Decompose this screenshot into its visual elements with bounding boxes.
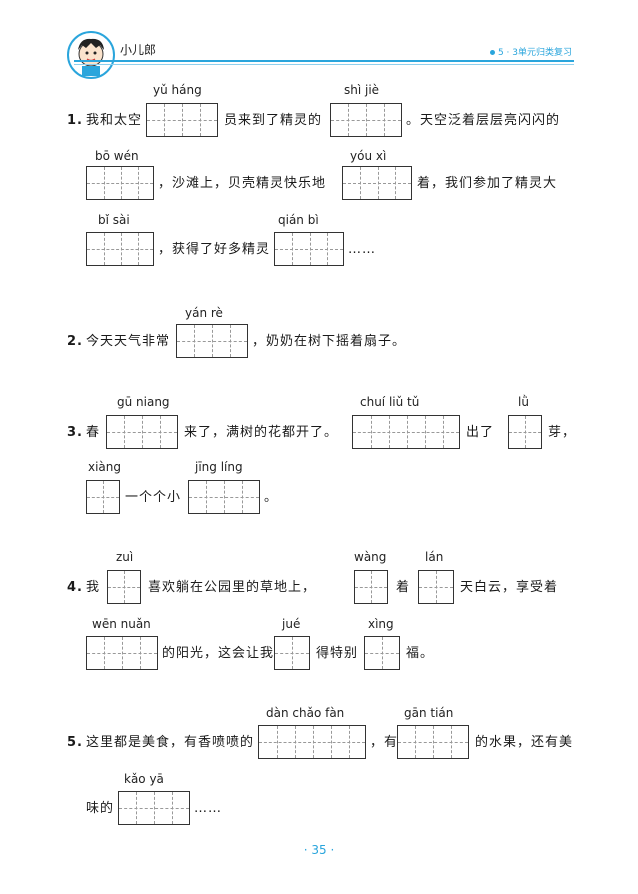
q1-text-c: 。天空泛着层层亮闪闪的 xyxy=(406,113,561,128)
q1-text-b: 员来到了精灵的 xyxy=(224,113,323,128)
pinyin-jingling: jīng líng xyxy=(195,460,243,474)
section-label: 5 · 3单元归类复习 xyxy=(497,48,572,58)
q1-text-f: ，获得了好多精灵 xyxy=(158,242,271,257)
pinyin-wennuan: wēn nuǎn xyxy=(92,617,151,631)
pinyin-danchaofan: dàn chǎo fàn xyxy=(266,706,345,720)
answer-box-wang[interactable] xyxy=(354,570,388,604)
q3-text-b: 来了，满树的花都开了。 xyxy=(184,425,339,440)
pinyin-xiang: xiàng xyxy=(88,460,122,474)
answer-box-lv[interactable] xyxy=(508,415,542,449)
q4-text-a: 我 xyxy=(86,580,101,595)
q4-text-e: 的阳光，这会让我 xyxy=(162,646,275,661)
pinyin-yanre: yán rè xyxy=(185,306,223,320)
q4-text-f: 得特别 xyxy=(316,646,359,661)
q4-text-c: 着 xyxy=(396,580,411,595)
answer-box-wennuan[interactable] xyxy=(86,636,158,670)
q5-text-d: 味的 xyxy=(86,801,115,816)
q4-text-d: 天白云，享受着 xyxy=(460,580,559,595)
q3-text-e: 一个个小 xyxy=(125,490,182,505)
question-number: 5. xyxy=(67,735,83,750)
pinyin-youxi: yóu xì xyxy=(350,149,387,163)
answer-box-xiang[interactable] xyxy=(86,480,120,514)
q3-text-a: 春 xyxy=(86,425,101,440)
q2-text-a: 今天天气非常 xyxy=(86,334,171,349)
q3-text-d: 芽， xyxy=(548,425,577,440)
question-number: 1. xyxy=(67,113,83,128)
question-number: 2. xyxy=(67,334,83,349)
pinyin-shijie: shì jiè xyxy=(344,83,380,97)
answer-box-bisai[interactable] xyxy=(86,232,154,266)
pinyin-lv: lǜ xyxy=(518,395,529,409)
pinyin-guniang: gū niang xyxy=(117,395,170,409)
q1-text-e: 着，我们参加了精灵大 xyxy=(417,176,558,191)
answer-box-yuhang[interactable] xyxy=(146,103,218,137)
header-divider xyxy=(74,60,574,62)
answer-box-chuiliutu[interactable] xyxy=(352,415,460,449)
answer-box-danchaofan[interactable] xyxy=(258,725,366,759)
question-number: 3. xyxy=(67,425,83,440)
header-divider-thin xyxy=(74,64,574,65)
answer-box-kaoya[interactable] xyxy=(118,791,190,825)
dot-icon xyxy=(489,50,495,55)
pinyin-wang: wàng xyxy=(354,550,387,564)
q4-text-b: 喜欢躺在公园里的草地上， xyxy=(148,580,317,595)
pinyin-chuiliutu: chuí liǔ tǔ xyxy=(360,395,420,409)
question-number: 4. xyxy=(67,580,83,595)
q1-text-a: 我和太空 xyxy=(86,113,143,128)
answer-box-jue[interactable] xyxy=(274,636,310,670)
answer-box-qianbi[interactable] xyxy=(274,232,344,266)
pinyin-yuhang: yǔ háng xyxy=(153,83,202,97)
q3-text-c: 出了 xyxy=(466,425,495,440)
pinyin-qianbi: qián bì xyxy=(278,213,319,227)
pinyin-kaoya: kǎo yā xyxy=(124,772,164,786)
q1-text-g: …… xyxy=(348,242,376,257)
section-title: 5 · 3单元归类复习 xyxy=(489,45,572,58)
answer-box-youxi[interactable] xyxy=(342,166,412,200)
brand-name: 小儿郎 xyxy=(120,43,157,57)
pinyin-bisai: bǐ sài xyxy=(98,213,130,227)
answer-box-yanre[interactable] xyxy=(176,324,248,358)
q2-text-b: ，奶奶在树下摇着扇子。 xyxy=(252,334,407,349)
answer-box-bowen[interactable] xyxy=(86,166,154,200)
q4-text-g: 福。 xyxy=(406,646,435,661)
pinyin-jue: jué xyxy=(282,617,301,631)
answer-box-jingling[interactable] xyxy=(188,480,260,514)
answer-box-xing[interactable] xyxy=(364,636,400,670)
answer-box-shijie[interactable] xyxy=(330,103,402,137)
answer-box-zui[interactable] xyxy=(107,570,141,604)
answer-box-gantian[interactable] xyxy=(397,725,469,759)
answer-box-lan[interactable] xyxy=(418,570,454,604)
q5-text-c: 的水果，还有美 xyxy=(475,735,574,750)
pinyin-lan: lán xyxy=(425,550,444,564)
q3-text-f: 。 xyxy=(264,490,279,505)
page-number: · 35 · xyxy=(303,843,335,857)
q5-text-b: ，有 xyxy=(370,735,399,750)
pinyin-zui: zuì xyxy=(116,550,134,564)
pinyin-bowen: bō wén xyxy=(95,149,139,163)
pinyin-gantian: gān tián xyxy=(404,706,454,720)
answer-box-guniang[interactable] xyxy=(106,415,178,449)
q5-text-e: …… xyxy=(194,801,222,816)
boy-avatar-logo xyxy=(67,31,115,79)
q5-text-a: 这里都是美食，有香喷喷的 xyxy=(86,735,255,750)
pinyin-xing: xìng xyxy=(368,617,394,631)
q1-text-d: ，沙滩上，贝壳精灵快乐地 xyxy=(158,176,327,191)
